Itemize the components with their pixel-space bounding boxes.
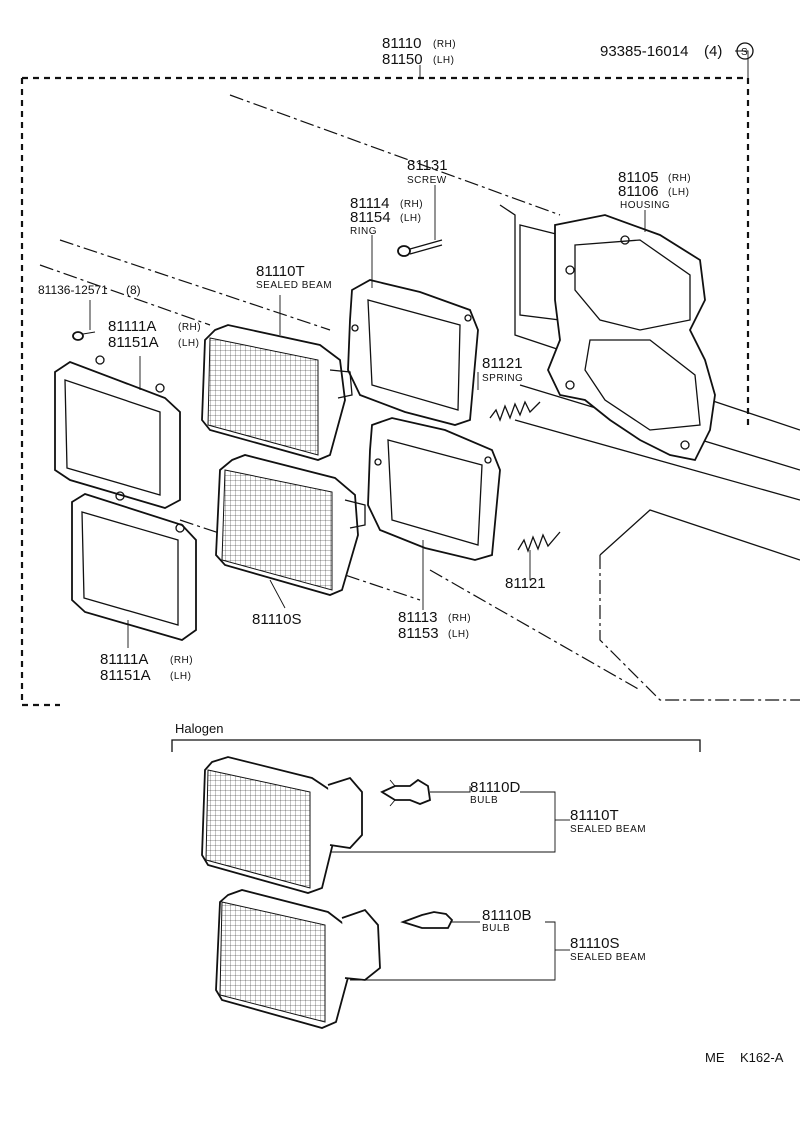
screw-ref-qty: (4): [704, 43, 722, 60]
screw-name: SCREW: [407, 175, 447, 186]
halogen-beam-s-name: SEALED BEAM: [570, 952, 646, 963]
halogen-beam-upper-part: [201, 756, 363, 894]
bezel-lower-part: [71, 491, 197, 641]
screw-small-qty: (8): [126, 283, 141, 297]
bezel-lower-rh-side: (RH): [170, 655, 193, 666]
screw-ref-mark: S: [741, 47, 748, 58]
bezel-upper-lh-label: 81151A: [108, 334, 159, 351]
ring-lower-rh-label: 81113: [398, 609, 438, 626]
callout-labels: 81110 (RH) 81150 (LH) 93385-16014 (4) S …: [38, 35, 784, 1065]
screw-label: 81131: [407, 157, 448, 174]
spring-upper-label: 81121: [482, 355, 523, 372]
halogen-beam-s-label: 81110S: [570, 935, 620, 952]
halogen-bulb-d-part: [380, 778, 431, 807]
bulb-name-d: BULB: [470, 795, 498, 806]
bezel-lower-lh-label: 81151A: [100, 667, 151, 684]
halogen-bracket: [171, 739, 701, 752]
ring-rh-side: (RH): [400, 199, 423, 210]
housing-lh-side: (LH): [668, 187, 689, 198]
housing-rh-side: (RH): [668, 173, 691, 184]
screw-small-label: 81136-12571: [38, 283, 108, 297]
ring-lower-lh-side: (LH): [448, 629, 469, 640]
housing-name: HOUSING: [620, 200, 670, 211]
halogen-leaders: [330, 786, 570, 981]
assy-lh-label: 81150: [382, 51, 423, 68]
ring-name: RING: [350, 226, 377, 237]
bezel-upper-part: [54, 355, 181, 509]
sealed-beam-t-label: 81110T: [256, 263, 305, 280]
halogen-beam-t-label: 81110T: [570, 807, 619, 824]
drawing-code: K162-A: [740, 1050, 784, 1065]
assembly-boundary: [20, 76, 750, 707]
screw-81131-part: [397, 239, 443, 257]
housing-part: [547, 214, 716, 462]
ring-lower-part: [367, 417, 501, 561]
assy-rh-label: 81110: [382, 35, 422, 52]
housing-lh-label: 81106: [618, 183, 659, 200]
ring-lower-lh-label: 81153: [398, 625, 439, 642]
halogen-bulb-b-part: [400, 911, 454, 929]
ring-upper-part: [347, 279, 479, 426]
spring-upper-part: [489, 400, 541, 422]
small-screw-part: [72, 331, 96, 341]
halogen-beam-lower-part: [215, 889, 381, 1029]
sealed-beam-name: SEALED BEAM: [256, 280, 332, 291]
sealed-beam-s-label: 81110S: [252, 611, 302, 628]
bulb-d-label: 81110D: [470, 779, 520, 796]
ring-lh-label: 81154: [350, 209, 391, 226]
ring-lh-side: (LH): [400, 213, 421, 224]
assy-rh-side: (RH): [433, 39, 456, 50]
sealed-beam-upper-part: [201, 324, 353, 461]
spring-name: SPRING: [482, 373, 523, 384]
standard-part-mark: [736, 42, 754, 60]
bulb-name-b: BULB: [482, 923, 510, 934]
bezel-upper-rh-side: (RH): [178, 322, 201, 333]
spring-lower-part: [517, 531, 561, 553]
bezel-upper-rh-label: 81111A: [108, 318, 156, 335]
ring-rh-label: 81114: [350, 195, 390, 212]
screw-ref-label: 93385-16014: [600, 43, 688, 60]
bulb-b-label: 81110B: [482, 907, 532, 924]
leader-lines: [89, 50, 749, 648]
sealed-beam-lower-part: [215, 454, 366, 596]
bezel-upper-lh-side: (LH): [178, 338, 199, 349]
bezel-lower-rh-label: 81111A: [100, 651, 148, 668]
page-code: ME: [705, 1050, 725, 1065]
bezel-lower-lh-side: (LH): [170, 671, 191, 682]
spring-lower-label: 81121: [505, 575, 546, 592]
housing-rh-label: 81105: [618, 169, 659, 186]
halogen-label: Halogen: [175, 721, 223, 736]
ring-lower-rh-side: (RH): [448, 613, 471, 624]
assy-lh-side: (LH): [433, 55, 454, 66]
halogen-beam-t-name: SEALED BEAM: [570, 824, 646, 835]
